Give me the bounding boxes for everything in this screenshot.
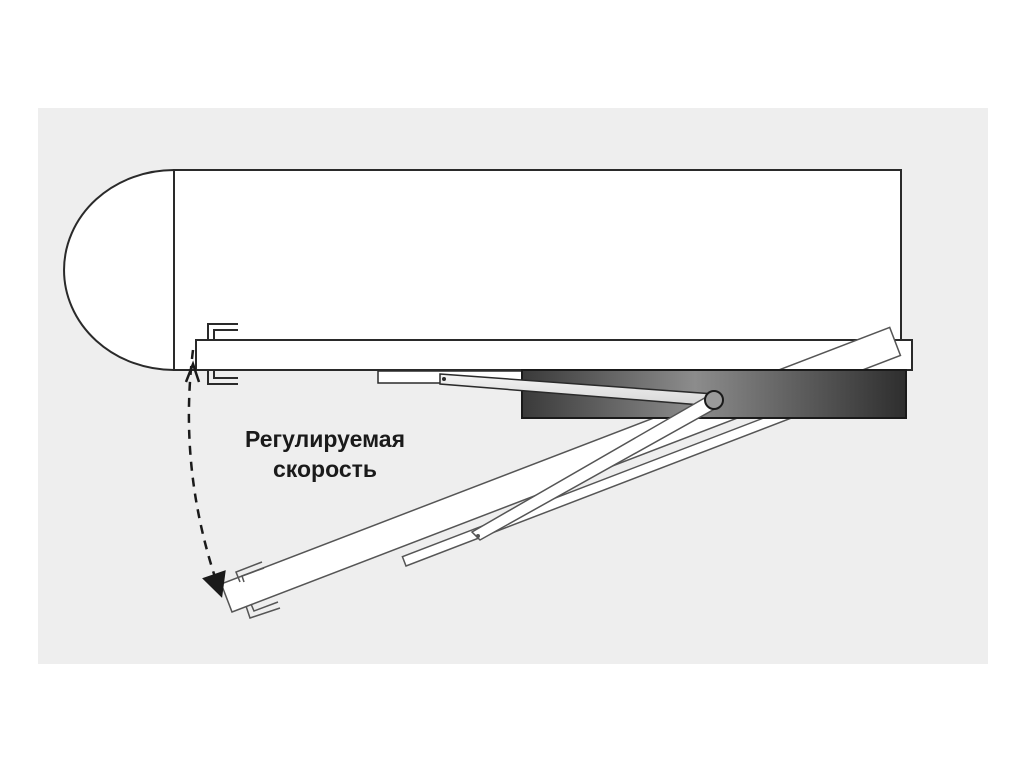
motion-arc-arrow — [187, 349, 226, 598]
arm-pivot — [704, 390, 724, 410]
wall-block — [63, 168, 902, 372]
speed-caption: Регулируемая скорость — [200, 424, 450, 484]
caption-line-2: скорость — [272, 456, 378, 482]
hinge-bracket-closed — [207, 323, 238, 385]
hinge-bracket-open — [235, 561, 281, 619]
motion-arc-arrow-start — [184, 360, 201, 383]
caption-line-1: Регулируемая — [244, 426, 406, 452]
